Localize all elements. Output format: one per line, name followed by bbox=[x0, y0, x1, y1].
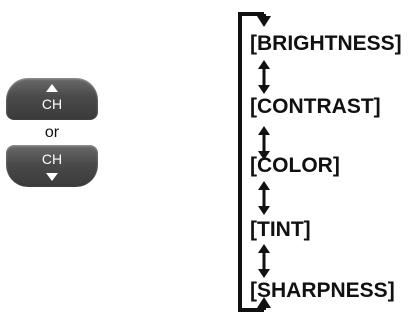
loop-entry-arrowhead bbox=[257, 16, 271, 27]
menu-item-brightness: [BRIGHTNESS] bbox=[250, 32, 402, 55]
or-label: or bbox=[44, 124, 60, 141]
channel-down-button[interactable]: CH bbox=[6, 145, 98, 187]
channel-down-label: CH bbox=[41, 151, 63, 167]
double-arrow-icon bbox=[258, 244, 270, 278]
menu-item-tint: [TINT] bbox=[250, 218, 311, 241]
menu-item-sharpness: [SHARPNESS] bbox=[250, 279, 395, 302]
channel-up-label: CH bbox=[41, 96, 63, 112]
loop-exit-arrowhead bbox=[257, 297, 271, 308]
loop-bracket bbox=[238, 12, 264, 312]
channel-up-button[interactable]: CH bbox=[6, 78, 98, 120]
double-arrow-icon bbox=[258, 60, 270, 94]
up-arrow-icon bbox=[46, 84, 58, 92]
menu-item-contrast: [CONTRAST] bbox=[250, 95, 381, 118]
menu-item-color: [COLOR] bbox=[250, 154, 340, 177]
double-arrow-icon bbox=[258, 126, 270, 160]
down-arrow-icon bbox=[46, 173, 58, 181]
double-arrow-icon bbox=[258, 181, 270, 215]
